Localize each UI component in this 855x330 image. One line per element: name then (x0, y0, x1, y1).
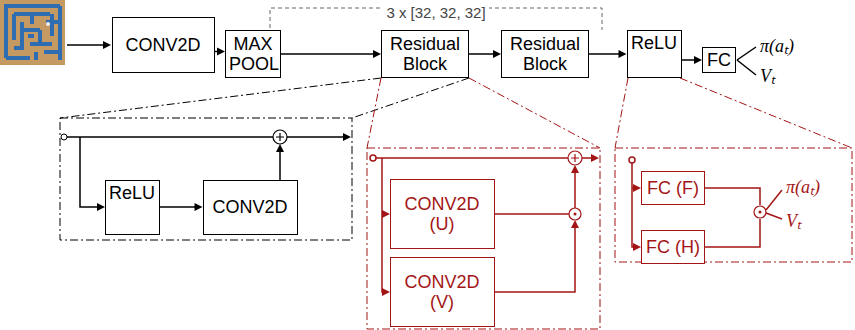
box-label: FC (707, 50, 731, 70)
box-label: Residual Block (505, 34, 585, 74)
process-box: CONV2D (112, 17, 215, 73)
flow-arrow (160, 203, 203, 211)
flow-arrow (682, 56, 703, 64)
process-box: FC (H) (641, 230, 705, 264)
output-label: Vₜ (760, 67, 775, 85)
process-box: CONV2D (V) (390, 257, 495, 327)
process-box: MAX POOL (225, 30, 281, 78)
process-box: ReLU (627, 30, 682, 78)
box-label: CONV2D (V) (397, 272, 487, 312)
box-label: Residual Block (385, 34, 465, 74)
process-box: CONV2D (U) (390, 179, 495, 249)
group-label: 3 x [32, 32, 32] (383, 4, 488, 22)
box-label: CONV2D (125, 35, 200, 55)
process-box: Residual Block (381, 30, 469, 78)
process-box: Residual Block (501, 30, 589, 78)
process-box: FC (F) (641, 171, 705, 205)
box-label: ReLU (631, 33, 677, 53)
flow-arrow (469, 50, 501, 58)
box-label: MAX POOL (229, 34, 277, 74)
box-label: FC (H) (646, 237, 700, 257)
output-label: π(aₜ) (760, 37, 794, 55)
box-label: CONV2D (212, 197, 287, 217)
output-label: π(aₜ) (786, 178, 820, 196)
flow-arrow (589, 50, 627, 58)
box-label: CONV2D (U) (397, 194, 487, 234)
process-box: CONV2D (203, 180, 298, 235)
box-label: FC (F) (647, 178, 699, 198)
process-box: FC (702, 47, 736, 73)
flow-arrow (281, 50, 381, 58)
maze-image (0, 0, 65, 65)
flow-arrow (215, 48, 226, 56)
process-box: ReLU (105, 180, 160, 235)
output-label: Vₜ (786, 212, 801, 230)
box-label: ReLU (109, 183, 155, 203)
